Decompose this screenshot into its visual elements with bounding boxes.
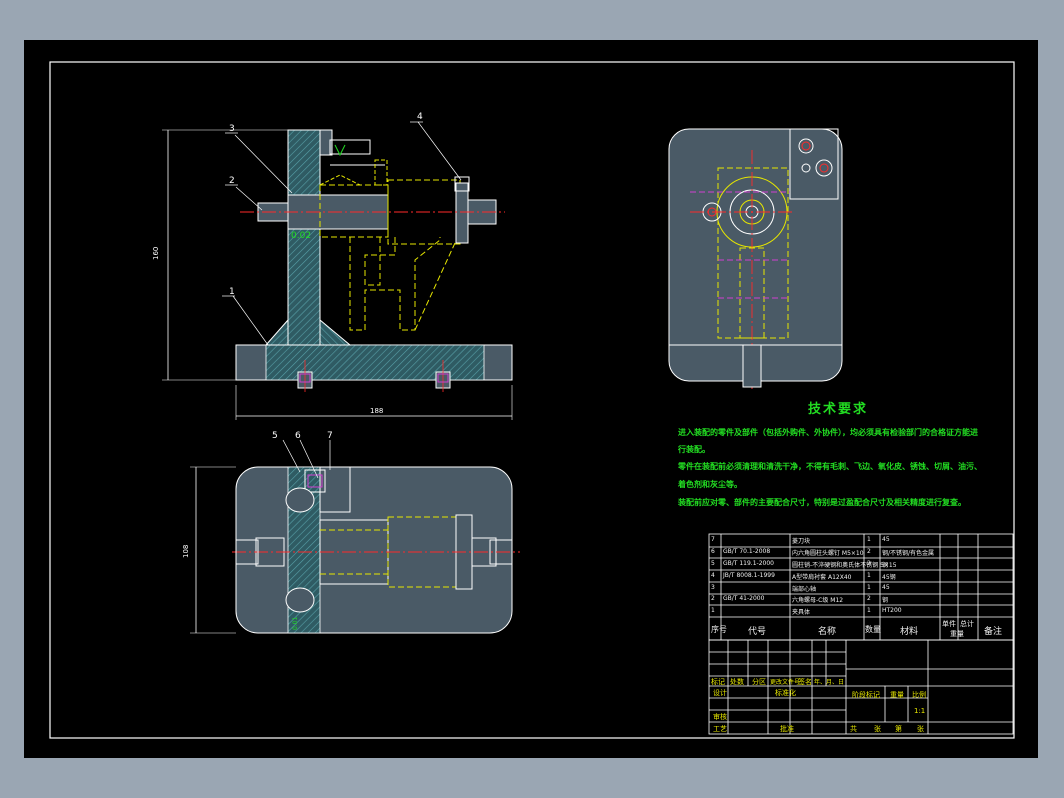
- callout-2: 2: [229, 176, 235, 186]
- tech-req-line-3: 零件在装配前必须清理和清洗干净，不得有毛刺、飞边、氧化皮、锈蚀、切屑、油污、: [678, 462, 982, 471]
- bom-cell-name: 端部心轴: [792, 586, 817, 593]
- tb-stage-mark: 阶段标记: [852, 691, 880, 699]
- tb-scale: 1:1: [914, 707, 926, 715]
- bom-cell-qty: 2: [867, 595, 871, 602]
- bom-cell-qty: 1: [867, 536, 871, 543]
- bom-cell-material: 45钢: [882, 574, 896, 581]
- tb-design: 设计: [713, 689, 727, 697]
- tech-req-line-5: 装配前应对零、部件的主要配合尺寸，特别是过盈配合尺寸及相关精度进行复查。: [678, 498, 966, 507]
- front-view: 0.02: [162, 121, 513, 420]
- bom-cell-no: 7: [711, 536, 715, 543]
- bom-header-material: 材料: [900, 627, 919, 637]
- bom-cell-code: JB/T 8008.1-1999: [723, 572, 775, 579]
- bom-cell-name: 六角螺母-C级 M12: [792, 597, 844, 604]
- bom-cell-name: 内六角圆柱头螺钉 M5×10: [792, 550, 864, 557]
- bom-cell-name: 圆柱销-不淬硬钢和奥氏体不锈钢 5×15: [792, 562, 897, 569]
- side-view: [668, 128, 843, 390]
- tech-requirements-title: 技术要求: [808, 402, 869, 417]
- bom-cell-qty: 1: [867, 572, 871, 579]
- bom-header-name: 名称: [818, 627, 837, 637]
- bom-cell-name: A型带肩衬套 A12X40: [792, 574, 852, 581]
- tb-process: 工艺: [713, 725, 727, 733]
- drawing-sheet: [24, 40, 1038, 758]
- callout-7: 7: [327, 431, 333, 441]
- inner-frame: [49, 61, 1015, 739]
- tb-approve: 批准: [780, 725, 794, 733]
- bom-cell-code: GB/T 41-2000: [723, 595, 765, 602]
- callout-1: 1: [229, 287, 235, 297]
- bom-header-remark: 备注: [984, 627, 1003, 637]
- bom-header-no: 序号: [711, 625, 727, 634]
- top-view: 0.01: [190, 439, 520, 634]
- tech-req-line-1: 进入装配的零件及部件（包括外购件、外协件），均必须具有检验部门的合格证方能进: [678, 428, 978, 437]
- svg-text:0.02: 0.02: [291, 231, 311, 241]
- tb-zone: 分区: [752, 678, 766, 686]
- bom-cell-no: 4: [711, 572, 715, 579]
- tb-standardize: 标准化: [775, 689, 796, 697]
- tb-sign: 签名: [798, 678, 812, 686]
- tb-review: 审核: [713, 713, 727, 721]
- bom-cell-material: 45: [882, 536, 890, 543]
- bom-cell-name: 夹具体: [792, 609, 811, 616]
- tb-date: 年、月、日: [814, 679, 845, 686]
- bom-cell-material: HT200: [882, 607, 902, 614]
- tech-req-line-4: 着色剂和灰尘等。: [678, 480, 742, 489]
- bom-cell-qty: 1: [867, 607, 871, 614]
- tb-sheets-total: 共: [850, 725, 857, 733]
- bom-header-single: 单件: [942, 620, 956, 628]
- bom-cell-no: 5: [711, 560, 715, 567]
- bom-cell-no: 3: [711, 584, 715, 591]
- bom-header-weight: 重量: [950, 630, 964, 638]
- tb-sheet-no: 第: [895, 725, 902, 733]
- bom-header-code: 代号: [748, 627, 767, 637]
- bom-header-total: 总计: [960, 620, 974, 628]
- bom-cell-material: 钢: [882, 562, 889, 569]
- callout-5: 5: [272, 431, 278, 441]
- callout-4: 4: [417, 112, 423, 122]
- bom-cell-material: 45: [882, 584, 890, 591]
- bom-table: [708, 533, 1014, 735]
- tb-sheets: 张: [874, 725, 881, 733]
- callout-6: 6: [295, 431, 301, 441]
- bom-cell-material: 钢/不锈钢/有色金属: [882, 550, 935, 557]
- bom-cell-qty: 2: [867, 560, 871, 567]
- tb-mark: 标记: [711, 678, 725, 686]
- callout-3: 3: [229, 124, 235, 134]
- bom-cell-material: 钢: [882, 597, 889, 604]
- bom-cell-qty: 2: [867, 548, 871, 555]
- dim-front-height: 160: [152, 247, 160, 260]
- tb-sheet: 张: [917, 725, 924, 733]
- bom-cell-code: GB/T 70.1-2008: [723, 548, 771, 555]
- bom-cell-name: 菱刀块: [792, 538, 811, 545]
- tb-scale-label: 比例: [912, 691, 926, 699]
- tb-count: 处数: [730, 678, 744, 686]
- bom-cell-qty: 1: [867, 584, 871, 591]
- bom-cell-no: 6: [711, 548, 715, 555]
- bom-header-qty: 数量: [865, 625, 881, 634]
- dim-top-height: 108: [182, 545, 190, 558]
- bom-cell-no: 1: [711, 607, 715, 614]
- dim-front-width: 188: [370, 407, 383, 415]
- bom-cell-code: GB/T 119.1-2000: [723, 560, 774, 567]
- bom-cell-no: 2: [711, 595, 715, 602]
- tech-req-line-2: 行装配。: [678, 445, 710, 454]
- tb-doc: 更改文件号: [770, 679, 801, 686]
- svg-text:0.01: 0.01: [292, 616, 299, 630]
- tb-weight: 重量: [890, 691, 904, 699]
